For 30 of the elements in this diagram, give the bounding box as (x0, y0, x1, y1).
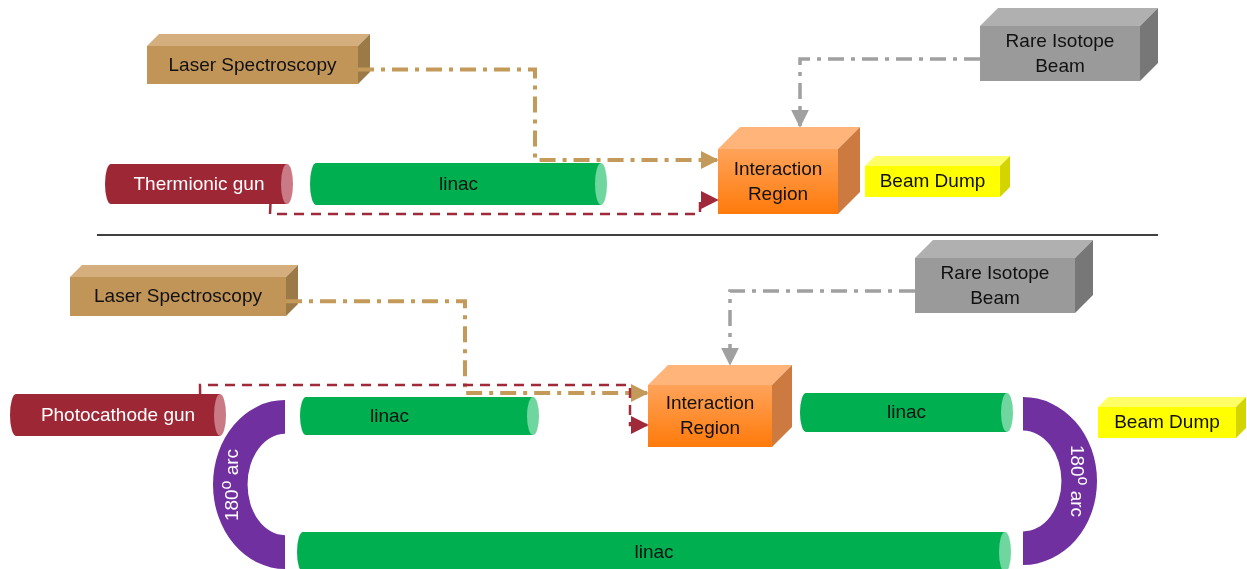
node-label: Interaction Region (732, 156, 824, 206)
arc-magnet (1023, 397, 1097, 565)
node-label: Rare Isotope Beam (939, 260, 1051, 310)
node-label: Laser Spectroscopy (168, 52, 337, 77)
arrow (286, 299, 649, 402)
block-box (648, 365, 792, 447)
cylinder (10, 394, 226, 436)
arrow (268, 191, 719, 216)
arrow (791, 57, 980, 128)
cylinder (105, 164, 293, 204)
cylinder (310, 163, 607, 205)
node-label: Rare Isotope Beam (1004, 28, 1116, 78)
cylinder (300, 397, 539, 435)
block-box (70, 265, 298, 316)
block-box (915, 240, 1093, 313)
block-box (865, 156, 1010, 197)
node-label: Beam Dump (1114, 410, 1220, 435)
cylinder (800, 393, 1013, 432)
arrow (721, 289, 915, 366)
arrow (198, 383, 649, 434)
node-label: Laser Spectroscopy (94, 284, 262, 309)
block-box (718, 127, 860, 214)
block-box (1098, 397, 1246, 438)
arrow (358, 67, 719, 169)
arc-magnet (213, 400, 285, 569)
node-label: Interaction Region (664, 391, 756, 440)
block-box (147, 34, 370, 84)
block-box (980, 8, 1158, 81)
cylinder (297, 532, 1011, 569)
node-label: Beam Dump (879, 169, 986, 194)
